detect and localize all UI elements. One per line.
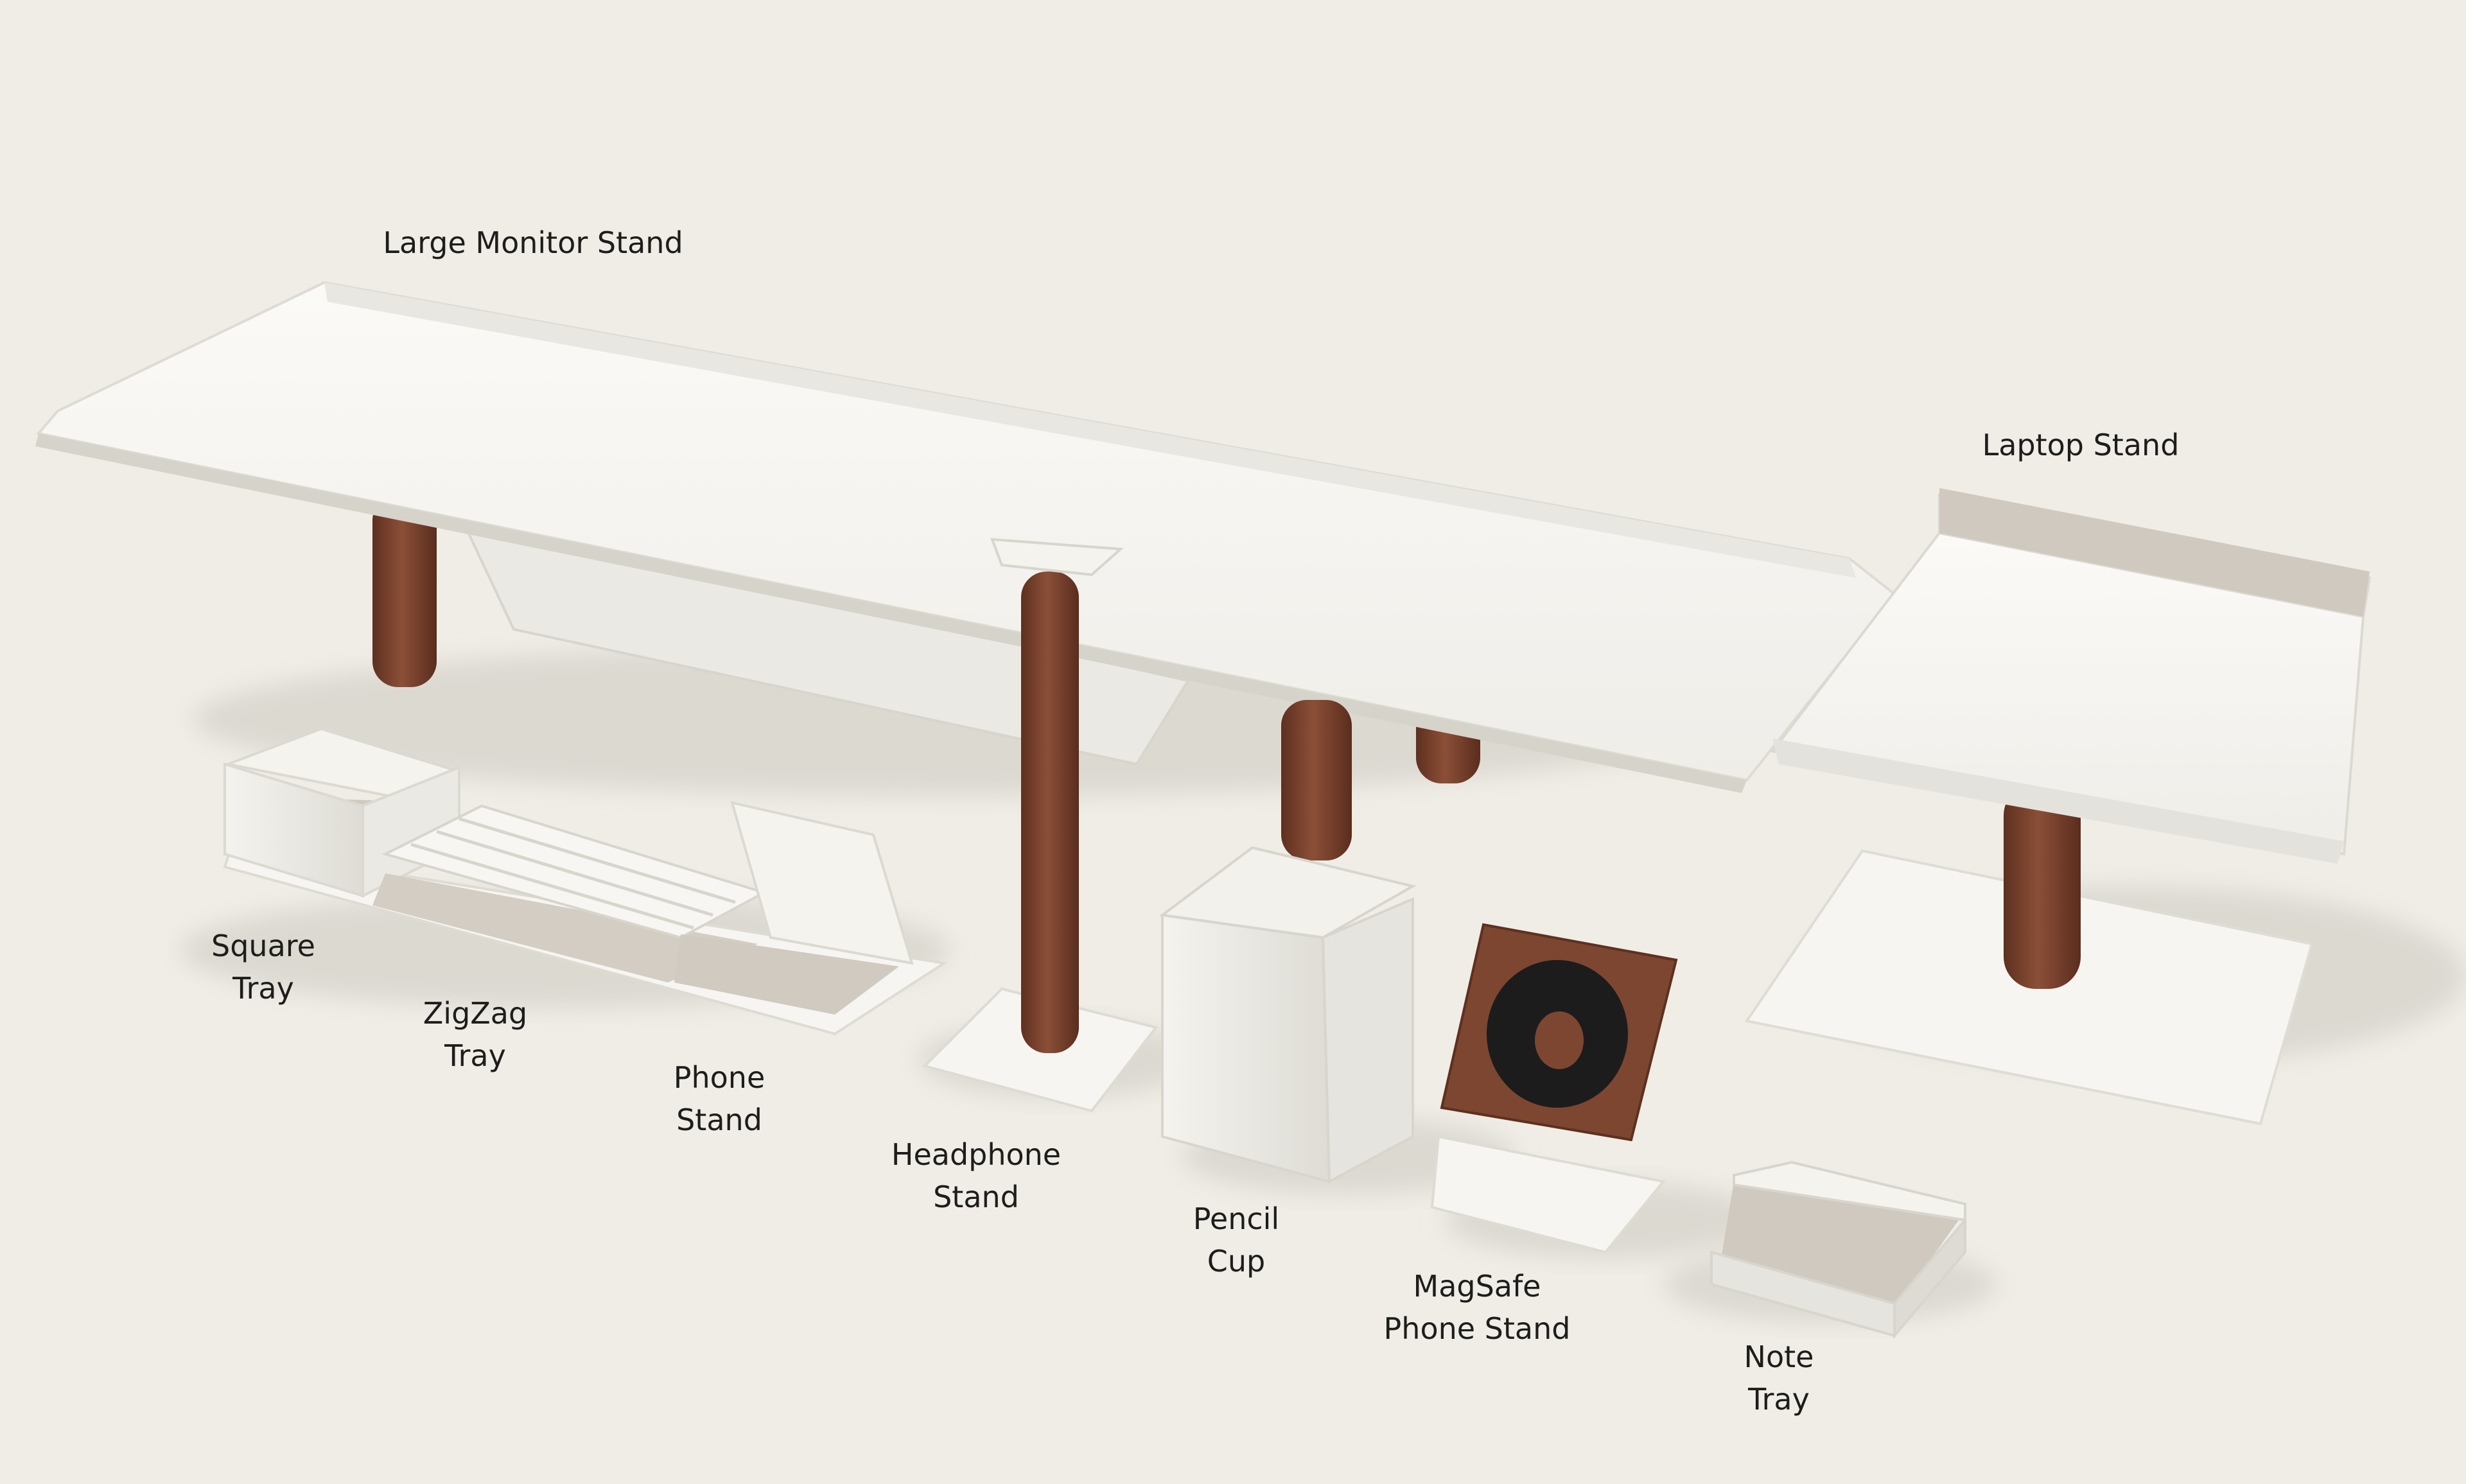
note-tray-back [1733, 1160, 1966, 1222]
label-line-1: Square [211, 929, 315, 963]
label-line-2: Cup [1207, 1244, 1266, 1279]
note-tray-side [1893, 1216, 1966, 1340]
label-square-tray: Square Tray [173, 925, 353, 1009]
laptop-stand-column [2004, 783, 2081, 989]
laptop-stand-front-lip [1772, 738, 2344, 864]
label-note-tray: Note Tray [1689, 1336, 1869, 1420]
note-tray [1663, 1160, 1997, 1340]
monitor-stand-back-lip [324, 283, 1856, 578]
magsafe-phone-stand [1430, 923, 1766, 1259]
label-laptop-stand: Laptop Stand [1946, 424, 2216, 466]
zigzag-fold [436, 830, 713, 917]
phone-stand [674, 801, 914, 1015]
label-phone-stand: Phone Stand [629, 1056, 809, 1141]
laptop-stand [1744, 488, 2466, 1126]
pencil-cup-side [1321, 896, 1414, 1184]
label-magsafe-phone-stand: MagSafe Phone Stand [1361, 1265, 1593, 1350]
note-tray-felt [1721, 1182, 1959, 1310]
magsafe-ring-center [1535, 1011, 1584, 1069]
label-line-1: Headphone [891, 1137, 1062, 1172]
pencil-cup [1159, 846, 1516, 1194]
label-line-2: Stand [676, 1103, 762, 1137]
label-line-1: Note [1744, 1340, 1814, 1374]
monitor-stand-leg [372, 494, 437, 687]
label-large-monitor-stand: Large Monitor Stand [321, 222, 745, 264]
zigzag-tray-felt [372, 873, 758, 982]
label-pencil-cup: Pencil Cup [1146, 1198, 1326, 1282]
label-line-2: Tray [1748, 1382, 1810, 1417]
pencil-cup-back [1159, 846, 1417, 939]
phone-stand-felt [674, 934, 899, 1015]
phone-stand-back [730, 801, 914, 965]
zigzag-tray [372, 804, 768, 982]
zigzag-fold [459, 817, 736, 904]
monitor-stand-leg [1281, 700, 1352, 860]
label-line-1: ZigZag [423, 996, 528, 1031]
magsafe-stand-base [1430, 1135, 1666, 1254]
label-line-1: Phone [673, 1060, 765, 1095]
headphone-stand [918, 537, 1201, 1113]
pencil-cup-front [1161, 913, 1331, 1183]
label-line-1: Pencil [1193, 1201, 1280, 1236]
headphone-stand-post [1021, 572, 1079, 1053]
label-text: Laptop Stand [1982, 428, 2180, 462]
label-line-2: Stand [933, 1180, 1019, 1214]
label-zigzag-tray: ZigZag Tray [385, 992, 565, 1077]
label-line-1: MagSafe [1413, 1269, 1541, 1304]
square-tray [223, 727, 460, 898]
label-headphone-stand: Headphone Stand [873, 1133, 1079, 1218]
tray-set [180, 727, 950, 1036]
label-line-2: Tray [232, 971, 294, 1006]
laptop-stand-felt-strip [1939, 488, 2370, 616]
headphone-stand-top [990, 537, 1124, 577]
zigzag-fold [410, 842, 694, 930]
label-line-2: Phone Stand [1383, 1311, 1571, 1346]
label-line-2: Tray [444, 1038, 506, 1073]
large-monitor-stand [35, 281, 1896, 860]
label-text: Large Monitor Stand [383, 225, 683, 260]
